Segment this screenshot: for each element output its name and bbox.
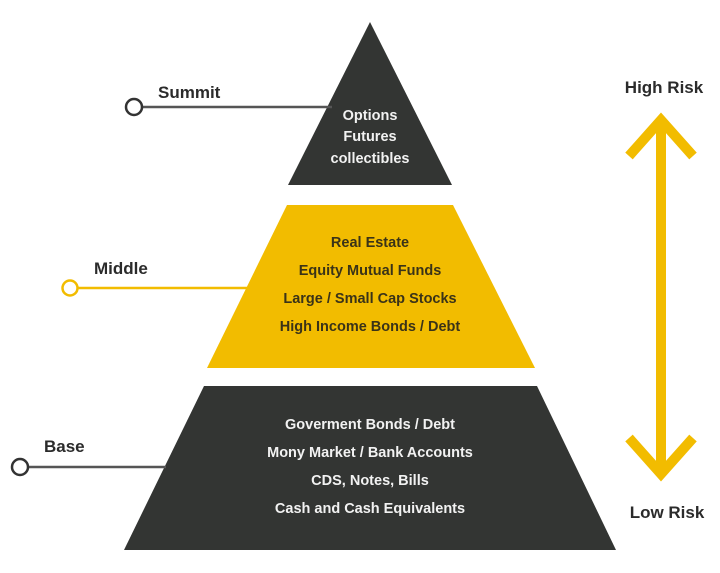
summit-item: Options (343, 108, 398, 124)
middle-item: Real Estate (331, 235, 409, 251)
summit-label: Summit (158, 83, 221, 102)
risk-axis: High Risk Low Risk (625, 78, 705, 522)
tier-summit: Summit Options Futures collectibles (124, 22, 452, 185)
base-connector-dot-icon (10, 457, 30, 477)
base-label: Base (44, 437, 85, 456)
tier-base: Base Goverment Bonds / Debt Mony Market … (10, 386, 616, 550)
base-item: CDS, Notes, Bills (311, 473, 429, 489)
low-risk-label: Low Risk (630, 503, 705, 522)
middle-item: Equity Mutual Funds (299, 263, 442, 279)
summit-triangle (288, 22, 452, 185)
middle-item: Large / Small Cap Stocks (283, 291, 456, 307)
middle-item: High Income Bonds / Debt (280, 319, 461, 335)
base-item: Goverment Bonds / Debt (285, 417, 455, 433)
double-headed-arrow-icon (625, 112, 697, 482)
middle-connector-dot-icon (61, 279, 79, 297)
summit-connector-dot-icon (124, 97, 144, 117)
high-risk-label: High Risk (625, 78, 704, 97)
base-item: Mony Market / Bank Accounts (267, 445, 473, 461)
base-trapezoid (124, 386, 616, 550)
middle-trapezoid (207, 205, 535, 368)
tier-middle: Middle Real Estate Equity Mutual Funds L… (61, 205, 535, 368)
base-item: Cash and Cash Equivalents (275, 501, 465, 517)
summit-item: collectibles (331, 151, 410, 167)
middle-label: Middle (94, 259, 148, 278)
summit-item: Futures (343, 129, 396, 145)
